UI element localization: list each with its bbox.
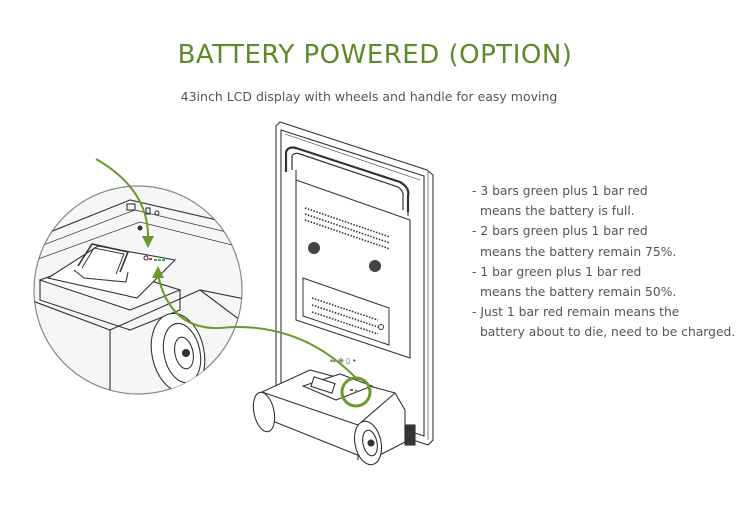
- speaker-right: [369, 260, 381, 272]
- battery-bar-green-3: [162, 259, 165, 261]
- arrow-connector: [157, 274, 359, 381]
- note-item: - 3 bars green plus 1 bar red means the …: [472, 181, 735, 221]
- vent-grille-lower: [311, 297, 379, 335]
- arrow-top: [95, 158, 150, 241]
- arrow-head-down: [142, 236, 154, 248]
- note-item: - Just 1 bar red remain means the batter…: [472, 302, 735, 342]
- note-line: battery about to die, need to be charged…: [480, 325, 736, 340]
- page-subtitle: 43inch LCD display with wheels and handl…: [0, 89, 750, 104]
- note-line: means the battery remain 50%.: [480, 285, 677, 300]
- subtitle-text: 43inch LCD display with wheels and handl…: [180, 89, 558, 104]
- note-line: - Just 1 bar red remain means the: [472, 305, 680, 320]
- battery-bar-green-2: [158, 259, 161, 261]
- rear-panel: [302, 277, 390, 346]
- note-line: means the battery remain 75%.: [480, 244, 677, 259]
- note-item: - 2 bars green plus 1 bar red means the …: [472, 221, 735, 261]
- pointer-arrows: [95, 158, 359, 381]
- arrow-head-up: [152, 266, 164, 278]
- battery-bar-red: [149, 258, 152, 260]
- page-title: BATTERY POWERED (OPTION): [177, 40, 573, 70]
- battery-indicator-notes: - 3 bars green plus 1 bar red means the …: [472, 181, 735, 343]
- note-line: means the battery is full.: [480, 204, 635, 219]
- ports-icon: ⇔ ⊕ ▯ •: [330, 357, 356, 365]
- note-line: - 2 bars green plus 1 bar red: [472, 224, 648, 239]
- indicator-red-dot: [350, 389, 353, 391]
- note-line: - 3 bars green plus 1 bar red: [472, 184, 648, 198]
- note-item: - 1 bar green plus 1 bar red means the b…: [472, 262, 735, 302]
- battery-bar-green-1: [154, 259, 157, 261]
- speaker-left: [308, 242, 320, 254]
- indicator-green-dot: [355, 390, 358, 392]
- zoom-detail-circle: [33, 185, 243, 395]
- screw-icon: [378, 324, 384, 330]
- note-line: - 1 bar green plus 1 bar red: [472, 264, 642, 279]
